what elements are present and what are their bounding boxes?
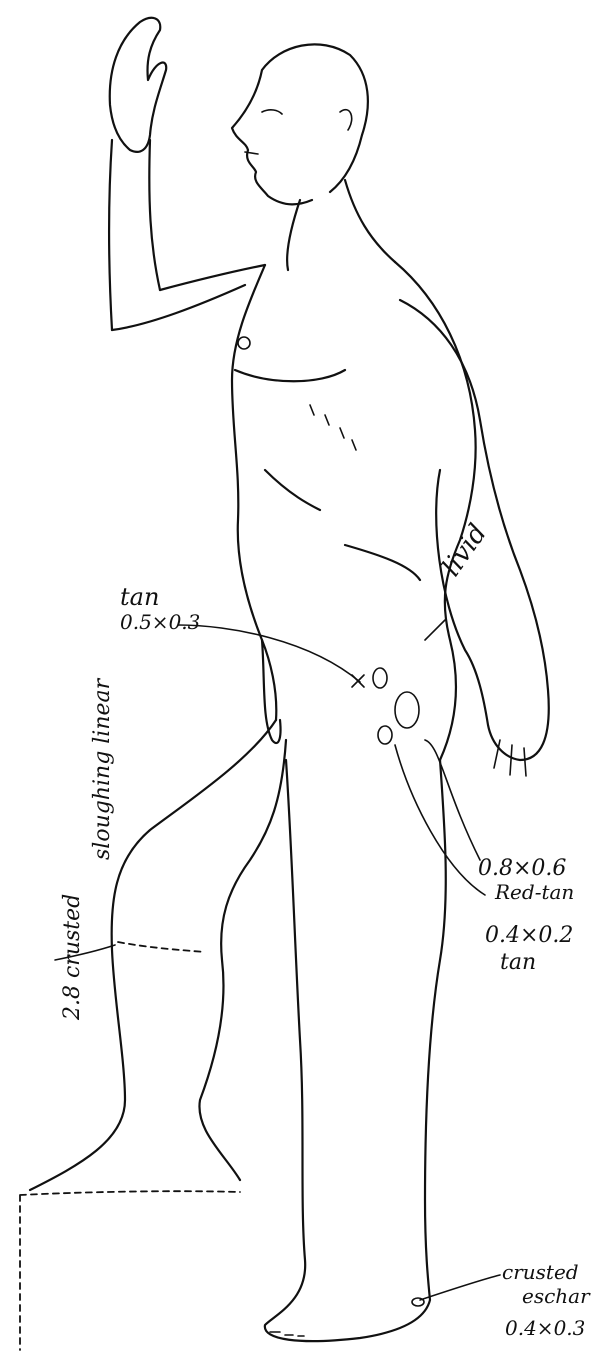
lesion-hip [373, 668, 387, 688]
leader-hip [178, 625, 360, 682]
foot-note-line1: crusted [502, 1262, 579, 1282]
leg-note-line2: sloughing linear [92, 679, 114, 860]
leg-note-line1: 2.8 crusted [62, 894, 84, 1020]
hip-size-label: 0.5×0.3 [120, 612, 200, 632]
lesion-b-color-label: tan [500, 952, 536, 974]
lesion-buttock [395, 692, 419, 728]
forearm [109, 140, 160, 330]
head [232, 44, 368, 204]
foot-note-line2: eschar [522, 1286, 590, 1306]
rib-marks [310, 405, 356, 450]
lesion-a-color-label: Red-tan [495, 882, 574, 902]
abdomen [265, 470, 420, 580]
chest [235, 370, 345, 381]
hip-color-label: tan [120, 585, 159, 609]
face-details [245, 110, 352, 154]
rear-leg [265, 760, 446, 1341]
leader-lesion-a [425, 740, 480, 860]
leader-livid [425, 620, 445, 640]
lesion-b-size-label: 0.4×0.2 [485, 925, 573, 947]
neck [287, 180, 395, 270]
lesion-thigh [378, 726, 392, 744]
raised-hand [110, 18, 166, 152]
leader-foot [420, 1275, 500, 1300]
lesion-foot [412, 1298, 424, 1306]
rear-toes [270, 1332, 304, 1336]
front-knee-crease [118, 942, 205, 952]
torso-front [232, 265, 276, 720]
foot-size-label: 0.4×0.3 [505, 1318, 585, 1338]
step [20, 1191, 240, 1350]
nipple [238, 337, 250, 349]
lesion-a-size-label: 0.8×0.6 [478, 858, 566, 880]
